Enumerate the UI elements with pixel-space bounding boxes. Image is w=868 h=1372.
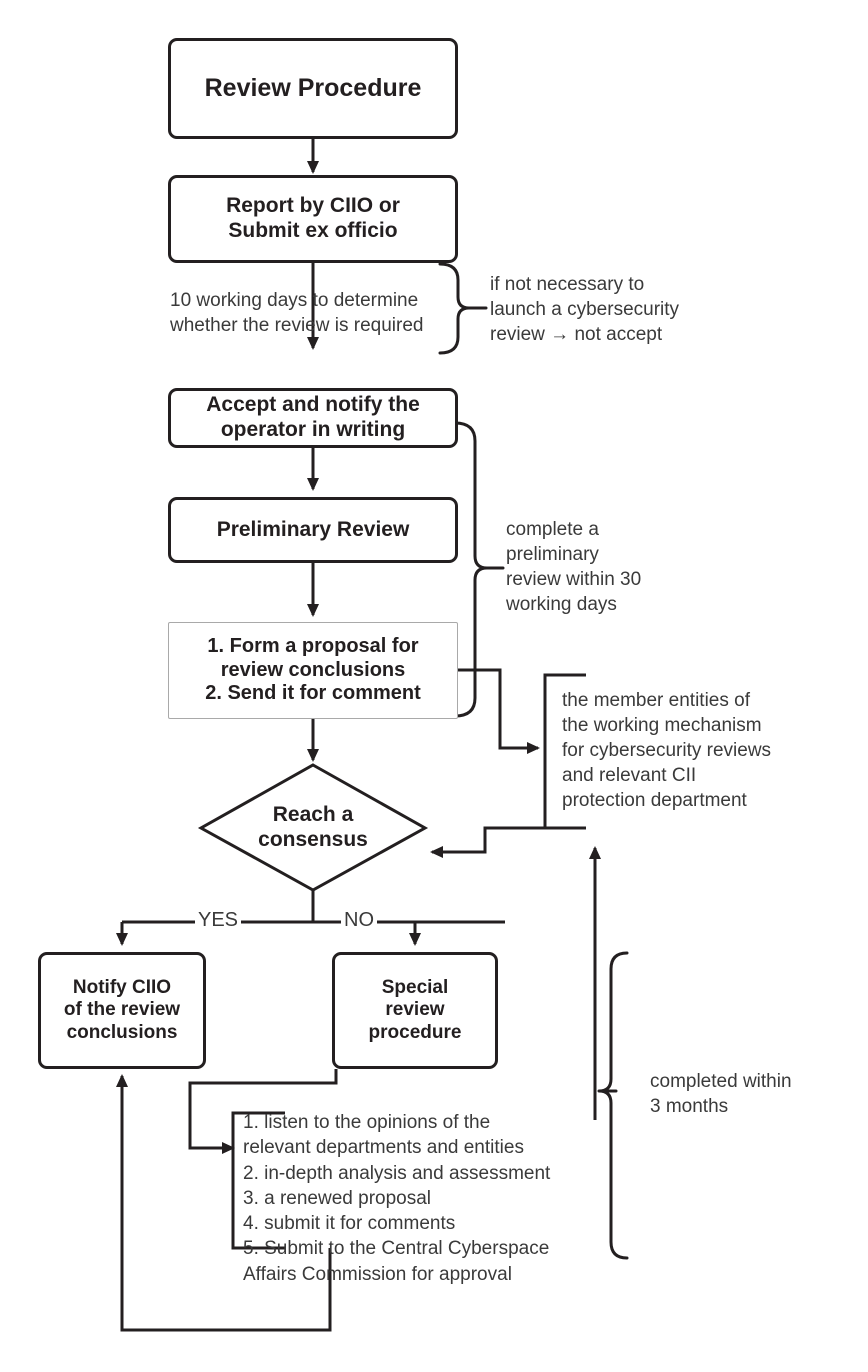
node-review-procedure[interactable]: Review Procedure [168, 38, 458, 139]
node-review-procedure-label: Review Procedure [204, 73, 422, 102]
special-review-steps: 1. listen to the opinions of the relevan… [243, 1112, 551, 1285]
node-form-proposal[interactable]: 1. Form a proposal for review conclusion… [168, 622, 458, 719]
brace-three-months [597, 951, 629, 1260]
edge-special-to-steps [188, 1069, 338, 1154]
node-accept-and-notify-label: Accept and notify the operator in writin… [206, 393, 420, 441]
node-preliminary-review-label: Preliminary Review [216, 517, 410, 541]
branch-label-yes: YES [195, 909, 242, 931]
node-accept-and-notify[interactable]: Accept and notify the operator in writin… [168, 388, 458, 448]
node-reach-consensus[interactable]: Reach a consensus [233, 795, 393, 861]
branch-label-yes-text: YES [198, 909, 239, 931]
bracket-member-entities [543, 673, 586, 830]
branch-label-no-text: NO [344, 909, 374, 931]
node-special-review[interactable]: Special review procedure [332, 952, 498, 1069]
edge-proposal-to-members [458, 668, 540, 754]
node-report-by-ciio[interactable]: Report by CIIO or Submit ex officio [168, 175, 458, 263]
node-notify-ciio[interactable]: Notify CIIO of the review conclusions [38, 952, 206, 1069]
node-report-by-ciio-label: Report by CIIO or Submit ex officio [226, 194, 400, 242]
note-member-entities: the member entities of the working mecha… [562, 690, 772, 812]
note-ten-working-days: 10 working days to determine whether the… [170, 290, 424, 337]
decision-diamond [197, 763, 429, 892]
node-reach-consensus-label: Reach a consensus [258, 803, 368, 851]
node-form-proposal-label: 1. Form a proposal for review conclusion… [205, 635, 421, 705]
node-preliminary-review[interactable]: Preliminary Review [168, 497, 458, 563]
note-thirty-working-days: complete a preliminary review within 30 … [506, 519, 642, 616]
brace-not-accept [438, 262, 488, 355]
node-special-review-label: Special review procedure [368, 976, 462, 1043]
branch-label-no: NO [341, 910, 377, 930]
brace-thirty-days [453, 421, 505, 718]
edge-members-to-decision [430, 826, 545, 858]
note-not-accept: if not necessary to launch a cybersecuri… [490, 274, 680, 346]
note-completed-three-months: completed within 3 months [650, 1071, 792, 1118]
node-notify-ciio-label: Notify CIIO of the review conclusions [63, 976, 181, 1043]
bracket-special-steps [231, 1111, 285, 1250]
edge-steps-to-notify [116, 1074, 332, 1332]
